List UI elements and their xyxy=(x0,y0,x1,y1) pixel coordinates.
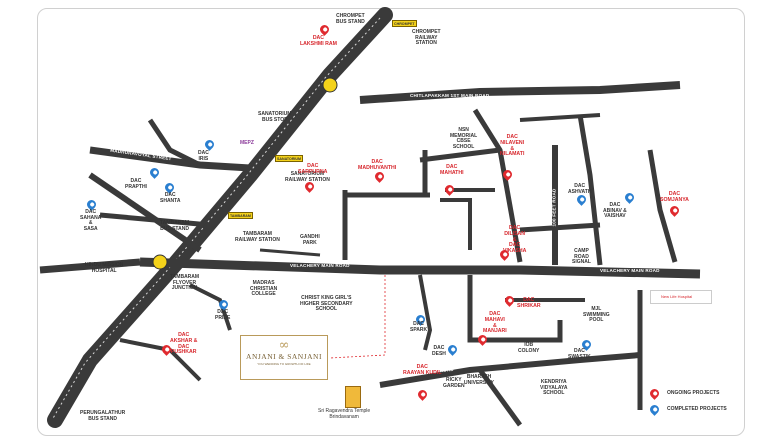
place-christ-king: CHRIST KING GIRL'S HIGHER SECONDARY SCHO… xyxy=(300,295,353,313)
place-chrompet-rly: CHROMPET RAILWAY STATION xyxy=(412,29,441,47)
place-iob-colony: IOB COLONY xyxy=(518,342,540,354)
road-100feet-label: 100 FEET ROAD xyxy=(551,188,557,227)
project-nilaveni[interactable]: DAC NILAVENI & NILAMATI xyxy=(500,134,525,158)
project-swastik[interactable]: DAC SWASTIK xyxy=(568,348,591,360)
project-shanta[interactable]: DAC SHANTA xyxy=(160,192,181,204)
project-shrikar[interactable]: DAC SHRIKAR xyxy=(517,297,541,309)
place-kendriya: KENDRIYA VIDYALAYA SCHOOL xyxy=(540,379,568,397)
road-velachery-east-label: VELACHERY MAIN ROAD xyxy=(600,268,660,273)
legend-ongoing: ONGOING PROJECTS xyxy=(646,385,742,401)
place-sanatorium-bus: SANATORIUM BUS STOP xyxy=(258,111,292,123)
place-chrompet-bus: CHROMPET BUS STAND xyxy=(336,13,365,25)
logo-name: ANJANI & SANJANI xyxy=(246,352,322,361)
chrompet-station-sign: CHROMPET xyxy=(392,20,417,27)
project-abinav[interactable]: DAC ABINAV & VAISHAV xyxy=(603,202,627,220)
legend-ongoing-pin-icon xyxy=(648,386,661,400)
place-temple: Sri Ragavendra Temple Brindavanam xyxy=(318,408,371,420)
place-gandhi-park: GANDHI PARK xyxy=(300,234,320,246)
temple-icon xyxy=(345,386,361,408)
place-hindu-mission: HINDU MISSION HOSPITAL xyxy=(85,262,124,274)
place-nsn-school: NSN MEMORIAL CBSE SCHOOL xyxy=(450,127,478,150)
logo-tagline: YOU WEDDING TO GROWTH OF LIFE xyxy=(257,362,311,366)
project-pride[interactable]: DAC PRIDE xyxy=(215,309,231,321)
project-mahathi[interactable]: DAC MAHATHI xyxy=(440,164,464,176)
place-sanatorium-rly: SANATORIUM RAILWAY STATION xyxy=(285,171,330,183)
infinity-logo-icon: ∞ xyxy=(278,338,290,353)
project-mahavi[interactable]: DAC MAHAVI & MANJARI xyxy=(483,311,507,335)
place-tambaram-rly: TAMBARAM RAILWAY STATION xyxy=(235,231,280,243)
new-life-hospital: New Life Hospital xyxy=(650,290,712,304)
road-railway-label: CHITLAPAKKAM 1ST MAIN ROAD xyxy=(410,93,490,98)
legend-completed: COMPLETED PROJECTS xyxy=(646,401,742,417)
project-madhuvanthi[interactable]: DAC MADHUVANTHI xyxy=(358,159,397,171)
place-tambaram-bus: TAMBARAM BUS STAND xyxy=(160,220,190,232)
place-bharath-univ: BHARATH UNIVERSITY xyxy=(464,374,495,386)
brand-logo: ∞ ANJANI & SANJANI YOU WEDDING TO GROWTH… xyxy=(240,335,328,380)
project-spark[interactable]: DAC SPARK xyxy=(410,321,428,333)
place-ricky-garden: RICKY GARDEN xyxy=(443,377,465,389)
legend-ongoing-label: ONGOING PROJECTS xyxy=(667,390,720,396)
place-perungalathur: PERUNGALATHUR BUS STAND xyxy=(80,410,126,422)
sanatorium-station-sign: SANATORIUM xyxy=(275,155,304,162)
place-mjl-pool: MJL SWIMMING POOL xyxy=(583,306,610,324)
tambaram-station-sign: TAMBARAM xyxy=(228,212,253,219)
project-sarpurna[interactable]: DAC SARPURNA xyxy=(298,163,328,175)
project-lakshmi-ram[interactable]: DAC LAKSHMI RAM xyxy=(300,35,337,47)
legend: ONGOING PROJECTS COMPLETED PROJECTS xyxy=(646,385,742,425)
project-ashvath[interactable]: DAC ASHVATH xyxy=(568,183,592,195)
project-dilisan[interactable]: DAC DILISAN & DAC VIKASHA xyxy=(503,225,527,255)
project-iris[interactable]: DAC IRIS xyxy=(198,150,209,162)
legend-completed-label: COMPLETED PROJECTS xyxy=(667,406,727,412)
project-sahana[interactable]: DAC SAHANA & SASA xyxy=(80,209,102,232)
place-mepz: MEPZ xyxy=(240,140,254,146)
place-mcc: MADRAS CHRISTIAN COLLEGE xyxy=(250,280,278,298)
road-velachery-west-label: VELACHERY MAIN ROAD xyxy=(290,263,350,268)
place-camp-signal: CAMP ROAD SIGNAL xyxy=(572,248,591,266)
legend-completed-pin-icon xyxy=(648,402,661,416)
project-prapthi[interactable]: DAC PRAPTHI xyxy=(125,178,147,190)
place-tambaram-flyover: TAMBARAM FLYOVER JUNCTION xyxy=(170,274,200,292)
project-somjanya[interactable]: DAC SOMJANYA xyxy=(660,191,689,203)
project-desh[interactable]: DAC DESH xyxy=(432,345,446,357)
project-akshar[interactable]: DAC AKSHAR & DAC PUSHKAR xyxy=(170,332,198,356)
project-raayan-kudil[interactable]: DAC RAAYAN KUDIL xyxy=(403,364,442,376)
